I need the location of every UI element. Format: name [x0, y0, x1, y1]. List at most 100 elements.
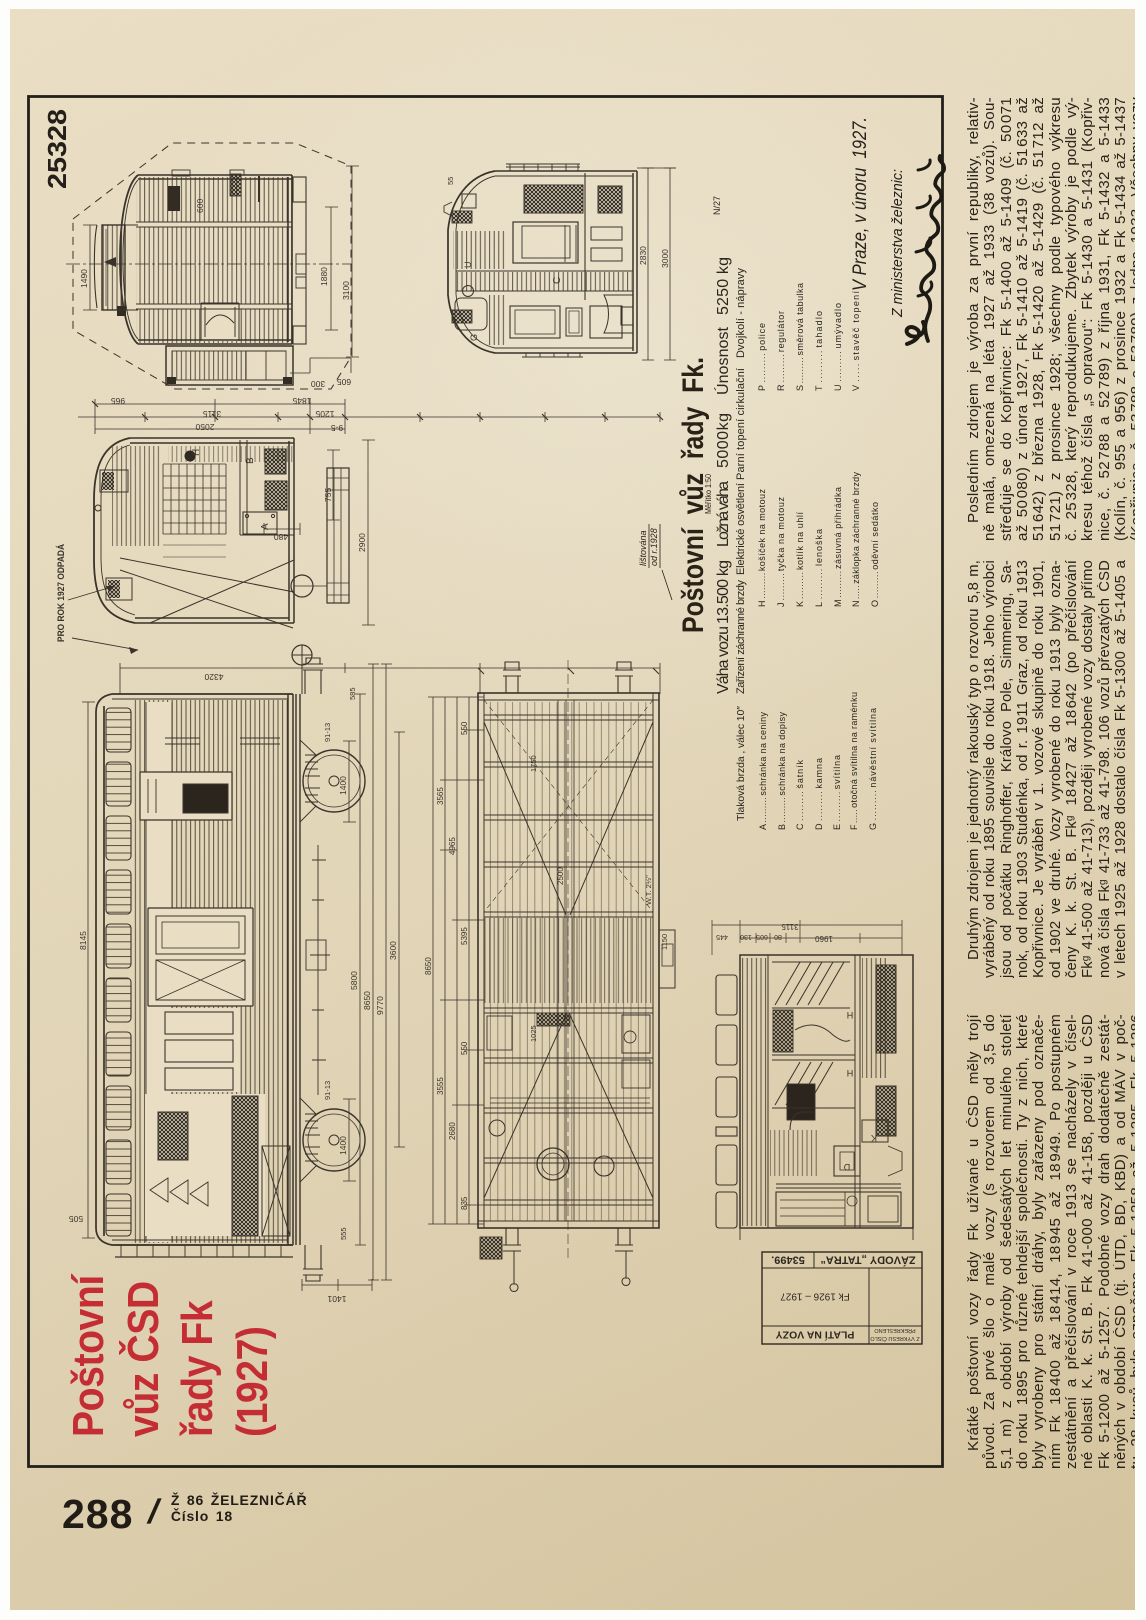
svg-text:8650: 8650	[424, 957, 433, 975]
svg-text:13.500 kg: 13.500 kg	[715, 560, 732, 624]
svg-text:Měřítko 1:50: Měřítko 1:50	[703, 474, 713, 514]
svg-text:25328: 25328	[42, 109, 72, 189]
svg-text:U: U	[463, 262, 473, 269]
svg-text:H: H	[847, 1068, 854, 1078]
svg-text:8650: 8650	[362, 991, 372, 1010]
svg-text:O ......... oděvní sedátko: O ......... oděvní sedátko	[870, 502, 880, 607]
svg-text:3115: 3115	[781, 922, 799, 931]
svg-text:555: 555	[339, 1227, 348, 1240]
svg-text:V ..... stavěč topení: V ..... stavěč topení	[851, 291, 861, 391]
svg-text:Poštovní vůz řady Fk.: Poštovní vůz řady Fk.	[677, 357, 710, 633]
svg-text:D: D	[843, 1162, 850, 1172]
svg-text:585: 585	[348, 687, 357, 700]
svg-text:1845: 1845	[292, 396, 311, 406]
svg-text:9-5: 9-5	[331, 423, 344, 433]
svg-text:N ..... záklopka záchranné brz: N ..... záklopka záchranné brzdy	[851, 472, 861, 608]
svg-text:3115: 3115	[203, 409, 222, 419]
svg-text:PŘEKRESLENO: PŘEKRESLENO	[874, 1327, 916, 1335]
svg-text:1880: 1880	[319, 267, 329, 286]
svg-text:Z ministerstva železnic:: Z ministerstva železnic:	[890, 169, 906, 318]
svg-text:5395: 5395	[460, 927, 469, 945]
svg-text:J ......... tyčka na motouz: J ......... tyčka na motouz	[776, 497, 786, 608]
svg-text:ZÁVODY „TATRA“: ZÁVODY „TATRA“	[820, 1254, 915, 1267]
svg-text:Elektrické osvětlení: Elektrické osvětlení	[735, 483, 747, 575]
svg-text:1205: 1205	[315, 409, 334, 419]
svg-text:3100: 3100	[341, 281, 351, 300]
svg-text:480: 480	[274, 532, 288, 542]
svg-text:91-13: 91-13	[323, 1081, 332, 1100]
svg-text:2680: 2680	[448, 1122, 457, 1140]
svg-text:5250 kg: 5250 kg	[715, 257, 732, 315]
svg-text:B ......... schránka na dopisy: B ......... schránka na dopisy	[777, 712, 787, 831]
svg-text:C ......... šatník: C ......... šatník	[795, 760, 805, 831]
svg-text:L ......... lenoška: L ......... lenoška	[814, 529, 824, 607]
svg-text:55: 55	[446, 177, 455, 185]
svg-text:T ......... tahadlo: T ......... tahadlo	[814, 311, 824, 391]
svg-text:130: 130	[740, 933, 752, 940]
svg-text:Z VÝKRESU ČÍSLO: Z VÝKRESU ČÍSLO	[870, 1335, 920, 1342]
svg-text:80: 80	[774, 933, 782, 940]
svg-text:9770: 9770	[375, 996, 385, 1015]
svg-text:4320: 4320	[204, 672, 223, 682]
svg-text:A: A	[260, 523, 271, 530]
svg-text:W.T. 2½": W.T. 2½"	[644, 875, 653, 905]
svg-text:965: 965	[111, 396, 125, 406]
svg-text:835: 835	[460, 1196, 469, 1210]
svg-text:300: 300	[311, 379, 325, 389]
svg-text:M ......... zásuvná přihrádka: M ......... zásuvná přihrádka	[833, 487, 843, 607]
svg-text:1400: 1400	[338, 776, 348, 795]
svg-text:91-13: 91-13	[323, 723, 332, 742]
svg-text:1960: 1960	[815, 934, 833, 943]
svg-text:5000kg: 5000kg	[715, 413, 732, 468]
svg-text:3600: 3600	[388, 941, 398, 960]
svg-text:lištována: lištována	[638, 530, 648, 566]
svg-text:od r.1928: od r.1928	[649, 528, 659, 566]
svg-text:B: B	[245, 457, 256, 464]
svg-text:2050: 2050	[195, 422, 214, 432]
svg-text:2500: 2500	[556, 867, 565, 885]
svg-text:Ložná váha: Ložná váha	[715, 481, 732, 547]
svg-text:K: K	[871, 1133, 877, 1143]
svg-text:V Praze, v únoru 1927.: V Praze, v únoru 1927.	[850, 117, 871, 291]
svg-text:3565: 3565	[436, 787, 445, 805]
svg-text:5800: 5800	[349, 971, 359, 990]
svg-text:3000: 3000	[660, 249, 670, 268]
svg-text:550: 550	[460, 1041, 469, 1055]
svg-text:H ......... košíček na motouz: H ......... košíček na motouz	[757, 489, 767, 608]
svg-text:S ......... směrová tabulka: S ......... směrová tabulka	[795, 283, 805, 391]
svg-text:755: 755	[323, 488, 333, 502]
svg-text:3555: 3555	[436, 1077, 445, 1095]
svg-text:4965: 4965	[448, 837, 457, 855]
svg-text:2900: 2900	[357, 533, 367, 552]
svg-text:F ..... otočná svítilna na ram: F ..... otočná svítilna na raménku	[849, 692, 859, 830]
svg-text:Únosnost: Únosnost	[713, 326, 732, 395]
svg-text:1401: 1401	[327, 1294, 346, 1304]
svg-text:H: H	[191, 449, 202, 456]
svg-text:505: 505	[69, 1214, 83, 1224]
svg-text:D ......... kamna: D ......... kamna	[814, 758, 824, 830]
svg-text:2830: 2830	[638, 246, 648, 265]
svg-text:G: G	[469, 334, 479, 341]
svg-text:P ......... police: P ......... police	[757, 323, 767, 391]
svg-text:N/27: N/27	[712, 196, 722, 215]
svg-text:K ......... kotlík na uhlí: K ......... kotlík na uhlí	[795, 512, 805, 607]
svg-text:R ......... regulátor: R ......... regulátor	[776, 311, 786, 391]
svg-text:Fk 1926 – 1927: Fk 1926 – 1927	[780, 1291, 850, 1302]
svg-text:U ......... umývadlo: U ......... umývadlo	[833, 303, 843, 391]
svg-text:550: 550	[460, 721, 469, 735]
svg-text:Tlaková brzda , válec 10″: Tlaková brzda , válec 10″	[735, 706, 747, 821]
svg-text:C: C	[552, 277, 563, 284]
svg-text:H: H	[847, 1010, 854, 1020]
svg-text:1025: 1025	[529, 1025, 538, 1042]
svg-text:PRO ROK 1927 ODPADÁ: PRO ROK 1927 ODPADÁ	[56, 544, 67, 642]
svg-text:A ......... schránka na ceniny: A ......... schránka na ceniny	[758, 712, 768, 831]
svg-text:E ......... svítilna: E ......... svítilna	[832, 755, 842, 830]
svg-text:G ......... návěstní svítilna: G ......... návěstní svítilna	[868, 708, 878, 830]
svg-text:605: 605	[756, 933, 768, 940]
svg-text:PLATÍ NA VOZY: PLATÍ NA VOZY	[776, 1329, 855, 1342]
svg-text:1490: 1490	[79, 269, 89, 288]
svg-text:8145: 8145	[78, 931, 88, 950]
svg-text:600: 600	[195, 199, 205, 213]
svg-text:53499.: 53499.	[771, 1254, 805, 1266]
svg-text:1400: 1400	[338, 1136, 348, 1155]
